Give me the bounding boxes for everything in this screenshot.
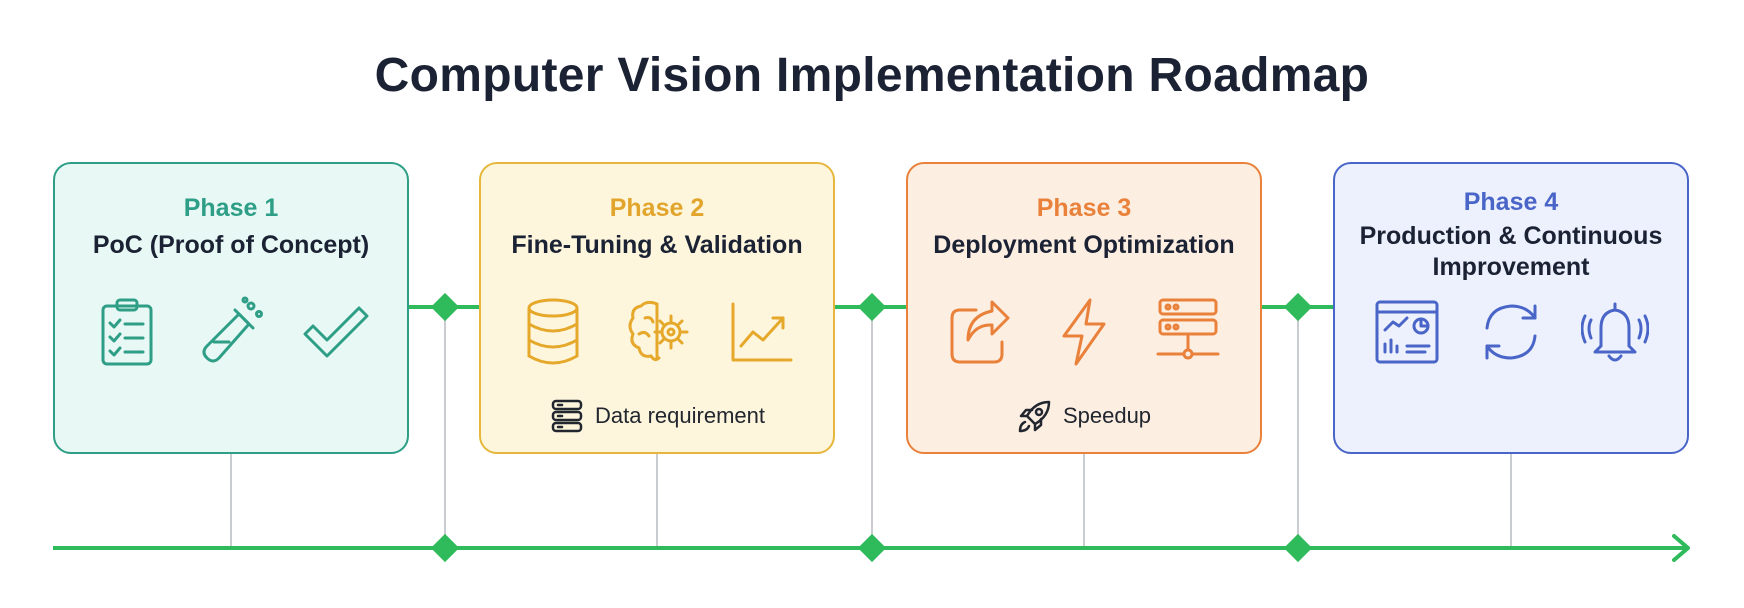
phase-1-icons: [55, 296, 407, 368]
phase-1-title: PoC (Proof of Concept): [92, 231, 370, 259]
phase-2-label: Phase 2: [609, 194, 705, 222]
lightning-icon: [1062, 298, 1106, 366]
milestone-diamond-upper-2: [857, 292, 887, 322]
database-icon: [527, 298, 579, 365]
brain-gear-icon: [628, 300, 689, 362]
milestone-diamond-lower-3: [1283, 533, 1313, 563]
alert-bell-icon: [1581, 302, 1649, 362]
phase-2-note: Data requirement: [481, 398, 833, 434]
phase-3-note: Speedup: [908, 398, 1260, 434]
clipboard-checklist-icon: [101, 298, 153, 366]
phase-2-card: Phase 2 Fine-Tuning & Validation: [479, 162, 835, 454]
phase-4-label: Phase 4: [1463, 188, 1559, 216]
phase-3-icons: [908, 296, 1260, 368]
refresh-cycle-icon: [1485, 304, 1537, 360]
server-stack-icon: [551, 399, 583, 433]
dashboard-monitor-icon: [1375, 300, 1439, 364]
phase-2-note-text: Data requirement: [595, 403, 765, 428]
page-title: Computer Vision Implementation Roadmap: [374, 49, 1370, 102]
milestone-diamond-lower-2: [857, 533, 887, 563]
phase-4-card: Phase 4 Production & Continuous Improvem…: [1333, 162, 1689, 454]
phase-2-title: Fine-Tuning & Validation: [511, 231, 803, 259]
test-tube-icon: [202, 296, 263, 363]
phase-3-note-text: Speedup: [1062, 403, 1152, 428]
checkmark-icon: [303, 306, 369, 358]
phase-3-card: Phase 3 Deployment Optimization: [906, 162, 1262, 454]
phase-3-label: Phase 3: [1036, 194, 1132, 222]
phase-4-title: Production & Continuous Improvement: [1359, 222, 1663, 281]
server-network-icon: [1156, 298, 1220, 360]
phase-1-label: Phase 1: [183, 194, 279, 222]
milestone-diamond-upper-1: [430, 292, 460, 322]
milestone-diamond-lower-1: [430, 533, 460, 563]
phase-1-card: Phase 1 PoC (Proof of Concept): [53, 162, 409, 454]
timeline-arrowhead: [1672, 534, 1690, 562]
share-export-icon: [950, 300, 1010, 364]
phase-4-icons: [1335, 296, 1687, 368]
phase-2-icons: [481, 296, 833, 368]
rocket-icon: [1018, 400, 1051, 433]
milestone-diamond-upper-3: [1283, 292, 1313, 322]
line-chart-icon: [731, 302, 793, 362]
phase-3-title: Deployment Optimization: [933, 231, 1235, 259]
